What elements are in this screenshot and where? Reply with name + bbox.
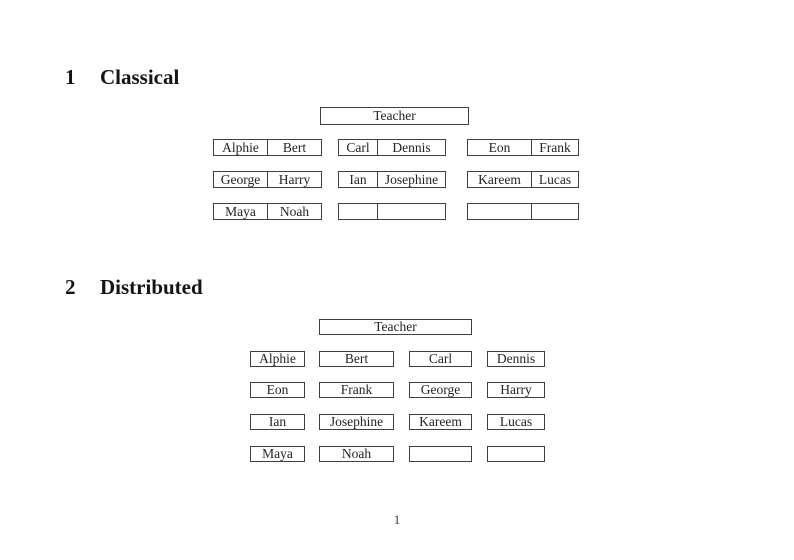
desk-empty	[467, 203, 579, 220]
desk: George Harry	[213, 171, 322, 188]
seat-label: Bert	[344, 351, 369, 367]
seat-box: Carl	[409, 351, 472, 367]
desk-empty	[338, 203, 446, 220]
seat-box: Noah	[319, 446, 394, 462]
desk: Eon Frank	[467, 139, 579, 156]
seat-box: Ian	[250, 414, 305, 430]
desk-seat-left: George	[214, 172, 268, 187]
desk: Kareem Lucas	[467, 171, 579, 188]
seat-label: Kareem	[419, 414, 462, 430]
seat-box: Dennis	[487, 351, 545, 367]
seat-label: Frank	[340, 382, 373, 398]
desk-seat-left: Alphie	[214, 140, 268, 155]
desk-seat-left: Carl	[339, 140, 378, 155]
seat-box: Eon	[250, 382, 305, 398]
desk: Maya Noah	[213, 203, 322, 220]
desk-seat-right: Lucas	[538, 171, 572, 187]
seat-box: Lucas	[487, 414, 545, 430]
seat-box-empty	[409, 446, 472, 462]
seat-label: Josephine	[329, 414, 384, 430]
seat-box: Frank	[319, 382, 394, 398]
desk-seat-right: Bert	[282, 139, 307, 155]
section-heading-classical: 1 Classical	[65, 67, 179, 88]
seat-label: Maya	[262, 446, 293, 462]
seat-label: Eon	[266, 382, 289, 398]
section-number: 2	[65, 275, 76, 299]
section-heading-distributed: 2 Distributed	[65, 277, 203, 298]
seat-label: Alphie	[259, 351, 296, 367]
seat-label: George	[420, 382, 461, 398]
desk-seat-right: Josephine	[384, 171, 439, 187]
teacher-label: Teacher	[373, 108, 416, 124]
desk-seat-left: Kareem	[468, 172, 532, 187]
seat-box: Maya	[250, 446, 305, 462]
section-title: Classical	[100, 65, 180, 89]
seat-box-empty	[487, 446, 545, 462]
seat-label: Lucas	[499, 414, 533, 430]
desk-seat-right: Frank	[539, 139, 571, 155]
desk-seat-right: Noah	[279, 203, 310, 219]
teacher-label: Teacher	[374, 319, 417, 335]
section-number: 1	[65, 65, 76, 89]
desk-seat-right: Dennis	[392, 139, 431, 155]
seat-label: Harry	[500, 382, 532, 398]
desk-seat-left: Eon	[468, 140, 532, 155]
desk: Carl Dennis	[338, 139, 446, 156]
desk: Ian Josephine	[338, 171, 446, 188]
seat-box: Harry	[487, 382, 545, 398]
desk: Alphie Bert	[213, 139, 322, 156]
page-number: 1	[393, 512, 401, 527]
desk-seat-left: Maya	[214, 204, 268, 219]
seat-box: Josephine	[319, 414, 394, 430]
desk-seat-right	[378, 204, 445, 219]
desk-seat-left: Ian	[339, 172, 378, 187]
desk-seat-right	[532, 204, 578, 219]
seat-box: Bert	[319, 351, 394, 367]
teacher-box: Teacher	[319, 319, 472, 335]
desk-seat-left	[339, 204, 378, 219]
desk-seat-right: Harry	[278, 171, 311, 187]
teacher-box: Teacher	[320, 107, 469, 125]
seat-box: George	[409, 382, 472, 398]
seat-box: Kareem	[409, 414, 472, 430]
seat-label: Ian	[268, 414, 287, 430]
seat-label: Noah	[341, 446, 372, 462]
seat-label: Carl	[428, 351, 453, 367]
section-title: Distributed	[100, 275, 203, 299]
seat-box: Alphie	[250, 351, 305, 367]
desk-seat-left	[468, 204, 532, 219]
seat-label: Dennis	[496, 351, 536, 367]
